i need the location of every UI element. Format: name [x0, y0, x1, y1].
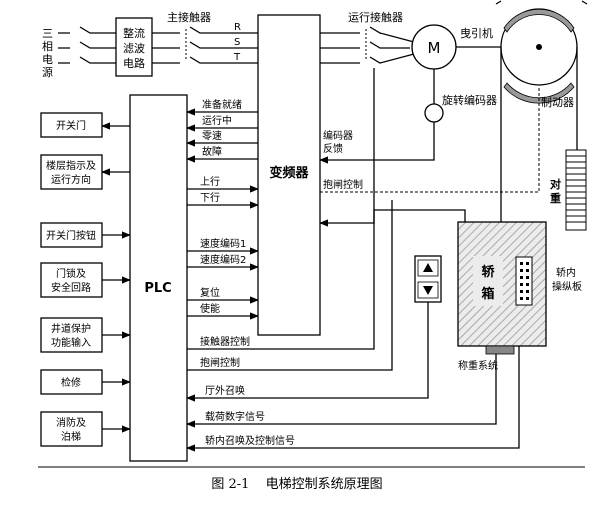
weighing-system-label: 称重系统	[458, 359, 498, 372]
car-call-label: 轿内召唤及控制信号	[205, 434, 295, 447]
plc-command-signals: 上行 下行 速度编码1 速度编码2 复位 使能	[187, 175, 259, 320]
car-panel-label: 操纵板	[552, 280, 582, 293]
car-panel-label: 轿内	[556, 266, 576, 279]
door-button-label: 开关门按钮	[46, 229, 96, 242]
status-signal-label: 零速	[202, 130, 222, 142]
phase-label: R	[234, 22, 241, 33]
command-signal-label: 速度编码2	[200, 253, 246, 266]
motor-symbol: M	[428, 39, 441, 57]
inverter-status-signals: 准备就绪 运行中 零速 故障	[186, 98, 258, 163]
status-signal-label: 准备就绪	[202, 98, 242, 111]
run-contactor-label: 运行接触器	[348, 10, 403, 24]
rectifier-label-line: 整流	[123, 26, 145, 40]
figure-title: 电梯控制系统原理图	[265, 477, 383, 492]
load-signal-label: 载荷数字信号	[205, 410, 265, 423]
plc-brake-control-label: 抱闸控制	[200, 356, 240, 369]
down-arrow-icon	[423, 286, 433, 295]
hall-call-buttons	[414, 255, 442, 303]
traction-sheave: 制动器	[495, 0, 588, 109]
brake-shoe-bottom	[503, 82, 575, 104]
supply-char: 电	[42, 53, 53, 66]
encoder-feedback-line: 编码器 反馈	[319, 122, 435, 164]
main-contactor-label: 主接触器	[167, 10, 211, 24]
figure-caption: 图 2-1 电梯控制系统原理图	[0, 473, 594, 492]
contactor-control-label: 接触器控制	[200, 335, 250, 348]
command-signal-label: 使能	[200, 302, 220, 315]
run-contactor: 运行接触器	[320, 10, 415, 64]
counterweight-label: 对	[550, 177, 561, 191]
left-peripherals: 开关门 楼层指示及 运行方向 开关门按钮 门锁及 安全回路 井道保护 功能输入 …	[40, 112, 131, 447]
shaft-protection-label: 功能输入	[51, 336, 91, 349]
traction-machine-label: 曳引机	[460, 26, 493, 40]
status-signal-label: 运行中	[202, 114, 232, 127]
rectifier-label-line: 滤波	[123, 42, 145, 55]
fire-parking-label: 消防及	[56, 416, 86, 429]
brake-shoe-top	[503, 8, 575, 33]
up-arrow-icon	[423, 263, 433, 272]
plc-input-lines: 厅外召唤 载荷数字信号 轿内召唤及控制信号	[186, 302, 520, 452]
command-signal-label: 速度编码1	[200, 237, 246, 250]
inverter-box: 变频器	[257, 14, 321, 336]
phase-label: T	[233, 52, 241, 63]
counterweight: 对 重	[550, 149, 587, 231]
command-signal-label: 下行	[200, 191, 220, 204]
status-signal-label: 故障	[202, 145, 222, 158]
floor-indicator-label: 楼层指示及	[46, 159, 96, 172]
elevator-car: 轿 箱 轿内 操纵板 称重系统	[457, 221, 582, 372]
fire-parking-label: 泊梯	[61, 430, 81, 443]
rotary-encoder: 旋转编码器	[424, 69, 497, 123]
inverter-brake-label: 抱闸控制	[323, 178, 363, 191]
rectifier-label-line: 电路	[123, 57, 145, 70]
weighing-sensor	[485, 345, 515, 355]
command-signal-label: 复位	[200, 286, 220, 299]
supply-char: 三	[42, 27, 53, 40]
hall-call-label: 厅外召唤	[205, 384, 245, 397]
traction-motor: M 曳引机	[411, 24, 501, 70]
door-lock-label: 门锁及	[56, 267, 86, 280]
command-signal-label: 上行	[200, 175, 220, 188]
inspection-label: 检修	[61, 376, 81, 389]
car-label: 箱	[481, 286, 494, 302]
main-contactor: 主接触器 R S T	[152, 10, 258, 64]
encoder-feedback-label: 编码器	[323, 129, 353, 142]
counterweight-label: 重	[550, 191, 561, 205]
plc-label: PLC	[144, 281, 171, 296]
phase-label: S	[234, 37, 240, 48]
door-open-close-label: 开关门	[56, 119, 86, 132]
encoder-feedback-label: 反馈	[323, 142, 343, 155]
inverter-label: 变频器	[269, 165, 309, 181]
encoder-label: 旋转编码器	[442, 93, 497, 107]
door-lock-label: 安全回路	[51, 281, 91, 294]
brake-label: 制动器	[541, 96, 574, 109]
car-label: 轿	[481, 264, 495, 280]
supply-char: 相	[42, 40, 53, 53]
rectifier-filter-box: 整流 滤波 电路	[115, 17, 153, 77]
figure-number: 图 2-1	[211, 477, 250, 492]
plc-box: PLC	[129, 94, 188, 462]
shaft-protection-label: 井道保护	[51, 322, 91, 335]
supply-char: 源	[42, 65, 53, 79]
floor-indicator-label: 运行方向	[51, 173, 91, 186]
inverter-brake-control-line: 抱闸控制	[320, 86, 540, 193]
plc-output-lines: 接触器控制 抱闸控制	[187, 68, 393, 371]
three-phase-supply: 三 相 电 源	[42, 26, 116, 79]
